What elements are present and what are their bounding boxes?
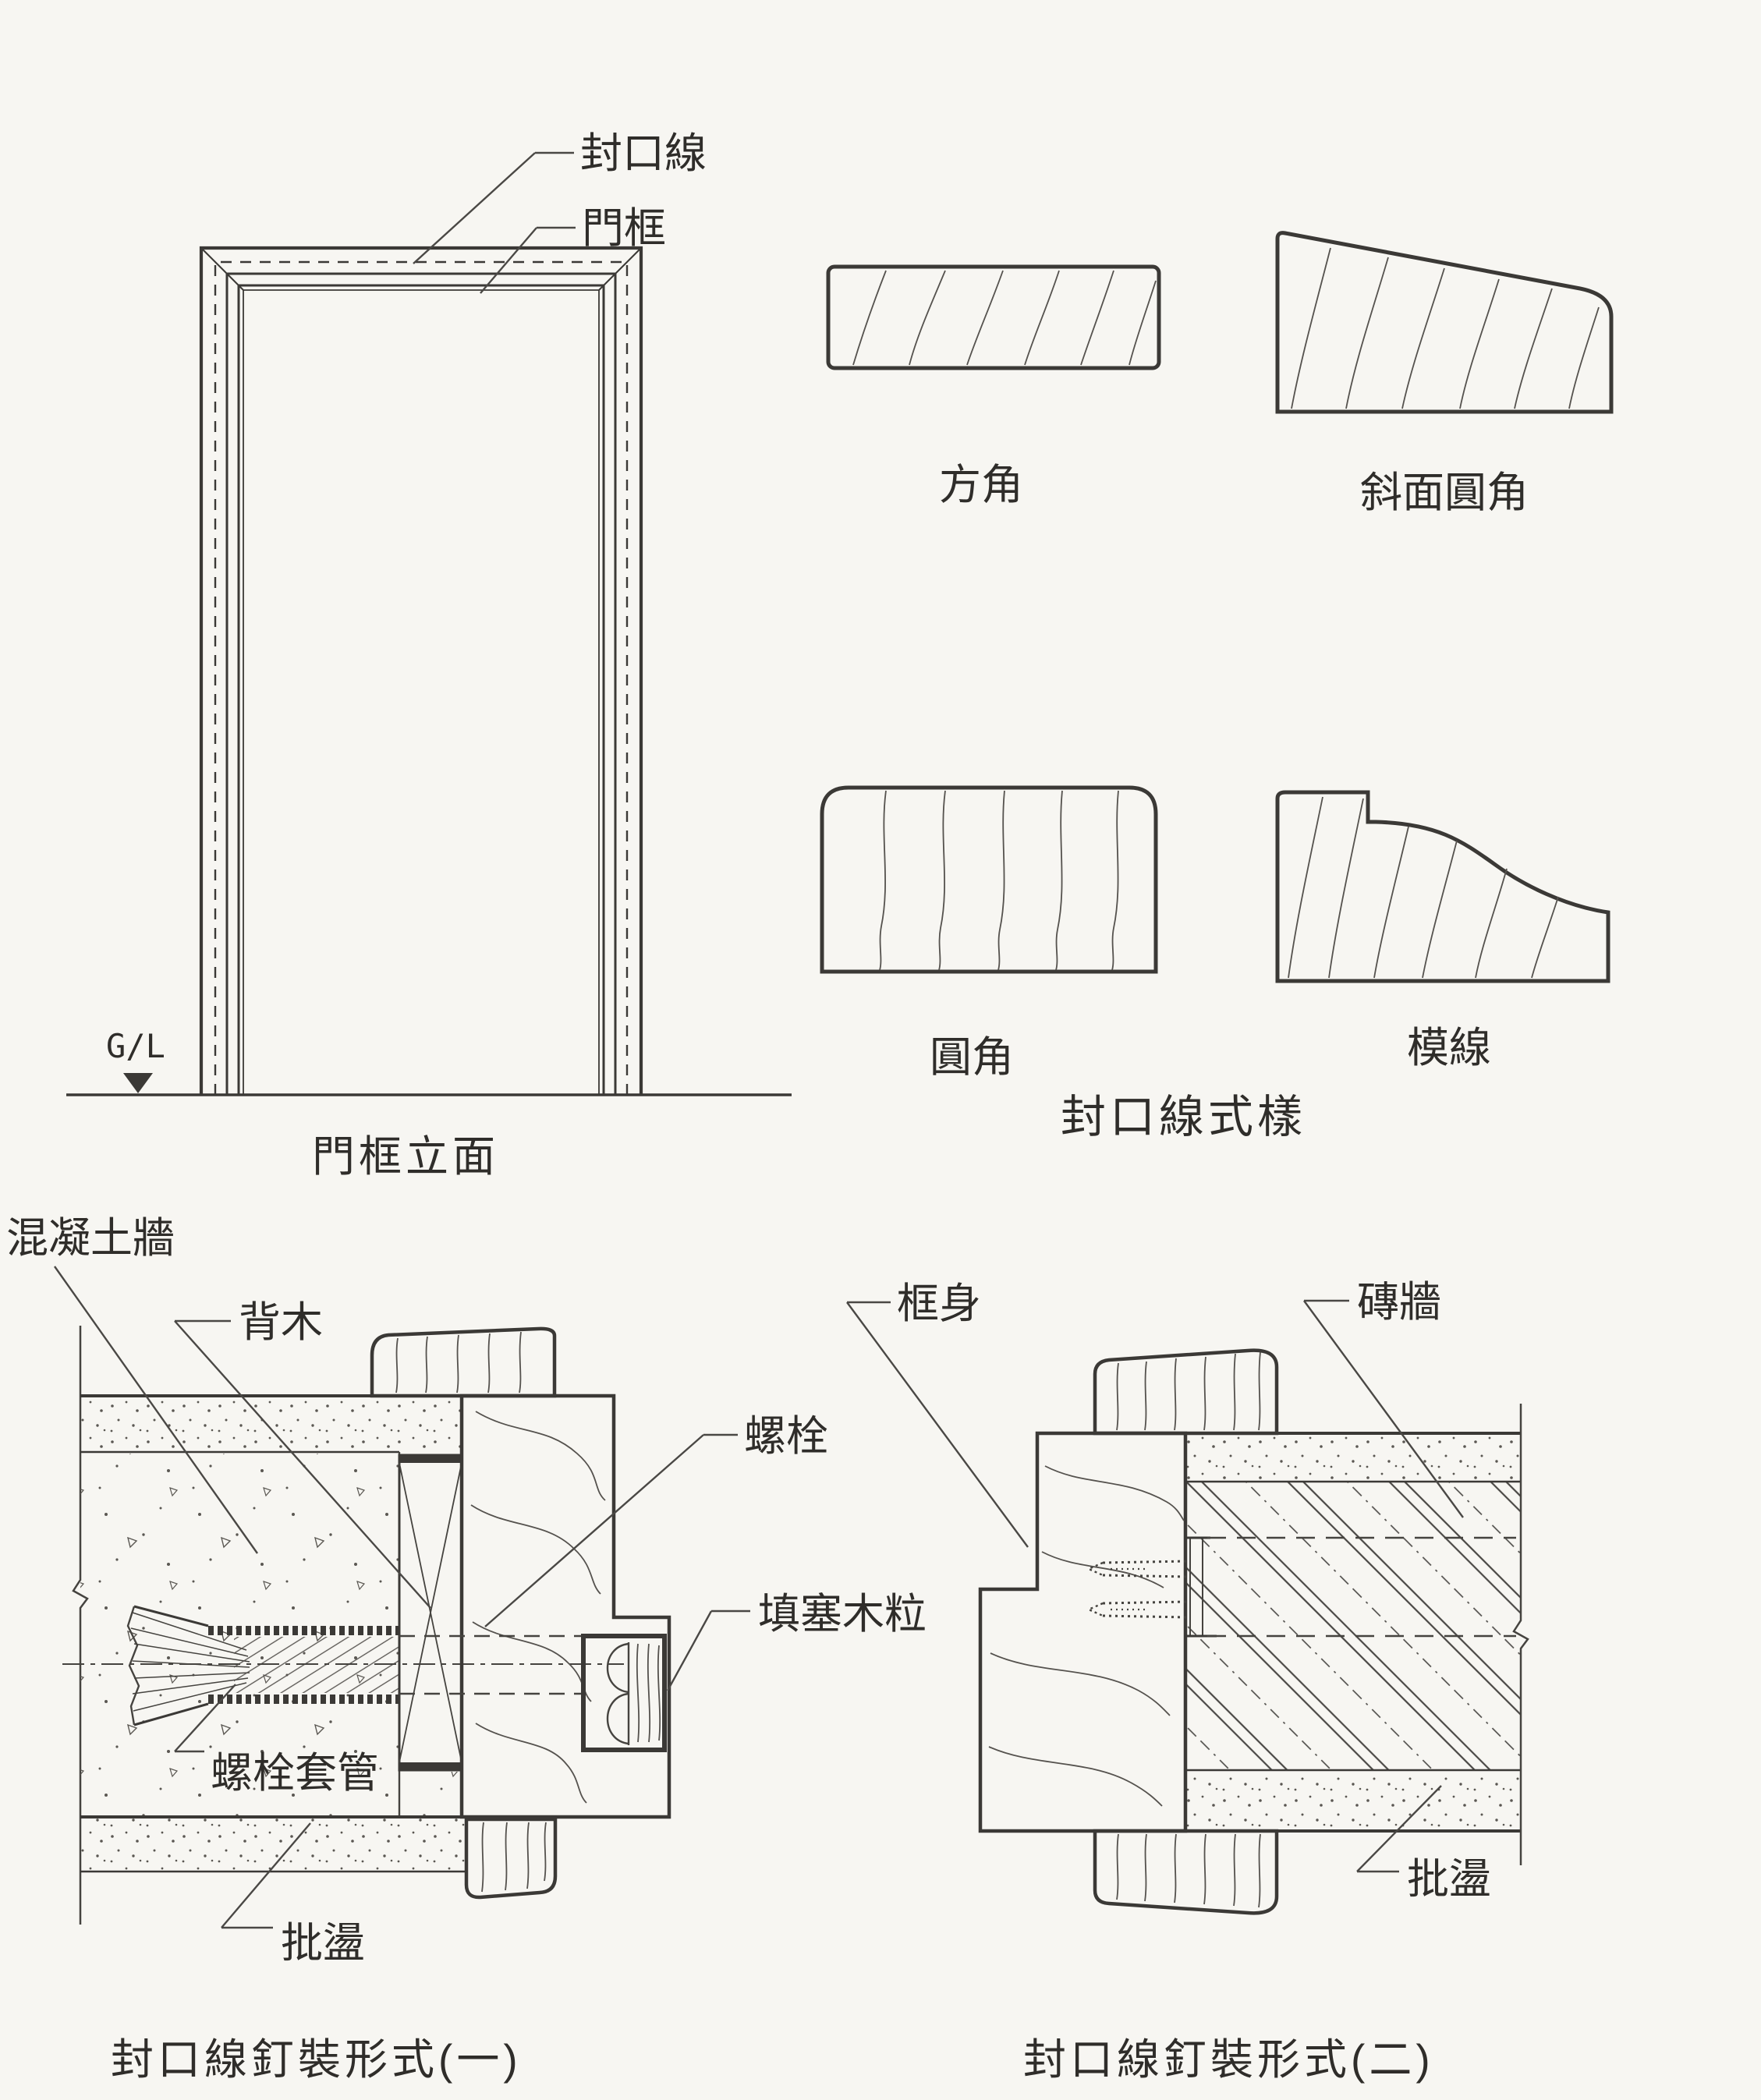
door-frame-elevation: G/L 封口線 門框 門框立面 xyxy=(66,130,792,1181)
profiles-caption: 封口線式樣 xyxy=(1061,1092,1306,1142)
seal-line-profiles: 方角 斜面圓角 圓角 xyxy=(820,231,1614,1142)
ground-level-marker xyxy=(123,1073,153,1093)
door-frame-inner-line xyxy=(243,289,600,1095)
profile-square-corner: 方角 xyxy=(826,264,1161,508)
concrete-wall-leader xyxy=(54,1266,258,1554)
nailing-detail-1: 混凝土牆 背木 螺栓 填塞木粒 螺栓套管 批盪 封口線釘裝形式(一) xyxy=(6,1215,927,2084)
profile-square-corner-label: 方角 xyxy=(939,462,1023,508)
seal-moulding-bottom xyxy=(464,1817,558,1900)
frame-body-leader xyxy=(846,1301,1029,1548)
profile-bevel-round-corner-label: 斜面圓角 xyxy=(1360,469,1529,516)
plug-pocket xyxy=(581,1634,667,1752)
plaster-bottom-band xyxy=(80,1818,466,1870)
break-line-right xyxy=(1512,1404,1529,1865)
elevation-caption: 門框立面 xyxy=(312,1132,499,1181)
door-frame-leader xyxy=(480,226,576,294)
screw-top xyxy=(1086,1560,1188,1578)
plaster-label-2: 批盪 xyxy=(1407,1856,1491,1903)
architrave-outer-edge xyxy=(199,246,643,1095)
profile-moulding-label: 模線 xyxy=(1407,1025,1491,1071)
screw-bottom xyxy=(1086,1600,1188,1619)
miter-top-right xyxy=(598,247,642,291)
backing-wood-leader xyxy=(174,1319,431,1609)
ground-level-label: G/L xyxy=(106,1027,165,1065)
brick-wall-label: 磚牆 xyxy=(1357,1279,1441,1326)
filler-plug-label: 填塞木粒 xyxy=(758,1591,927,1638)
seal-line-label: 封口線 xyxy=(580,130,707,177)
plaster-leader-2 xyxy=(1356,1785,1442,1873)
frame-body-section xyxy=(978,1431,1188,1833)
backing-wood-label: 背木 xyxy=(239,1299,323,1346)
bolt-sleeve-label: 螺栓套管 xyxy=(211,1750,379,1797)
profile-round-corner: 圓角 xyxy=(820,785,1158,1081)
detail-2-caption: 封口線釘裝形式(二) xyxy=(1023,2035,1434,2084)
plaster-top-band xyxy=(80,1398,461,1450)
profile-bevel-round-corner: 斜面圓角 xyxy=(1275,231,1614,516)
brick-wall-hatch xyxy=(1185,1482,1521,1770)
seal-moulding-bottom-2 xyxy=(1093,1829,1279,1915)
brick-wall-leader xyxy=(1303,1299,1464,1518)
concrete-wall-label: 混凝土牆 xyxy=(6,1215,175,1262)
concrete-fill-under-backing xyxy=(399,1772,462,1817)
plaster-label-1: 批盪 xyxy=(281,1920,365,1967)
profile-moulding: 模線 xyxy=(1275,790,1610,1071)
seal-moulding-top xyxy=(370,1326,557,1398)
bolt-head-profile xyxy=(606,1642,629,1694)
plaster-leader-1 xyxy=(221,1822,311,1929)
filler-plug-leader xyxy=(666,1610,750,1691)
architrave-inner-edge xyxy=(225,272,617,1095)
door-frame-section xyxy=(459,1394,671,1819)
seal-moulding-top-2 xyxy=(1093,1348,1279,1436)
plaster-band-bottom xyxy=(1185,1772,1521,1829)
seal-line-dashed xyxy=(214,260,629,1095)
profile-round-corner-label: 圓角 xyxy=(930,1034,1014,1081)
door-frame-label: 門框 xyxy=(582,205,666,252)
seal-line-leader xyxy=(413,151,574,264)
door-frame-outer-line xyxy=(237,284,605,1095)
miter-top-left xyxy=(200,247,244,291)
plaster-band-top xyxy=(1185,1435,1521,1480)
bolt-sleeve-leader xyxy=(174,1684,236,1753)
nailing-detail-2: 框身 磚牆 批盪 封口線釘裝形式(二) xyxy=(846,1279,1529,2084)
frame-body-label: 框身 xyxy=(897,1280,981,1327)
detail-1-caption: 封口線釘裝形式(一) xyxy=(111,2035,522,2084)
bolt-leader xyxy=(484,1433,738,1627)
backing-wood xyxy=(398,1454,463,1772)
bolt-label: 螺栓 xyxy=(744,1413,828,1460)
